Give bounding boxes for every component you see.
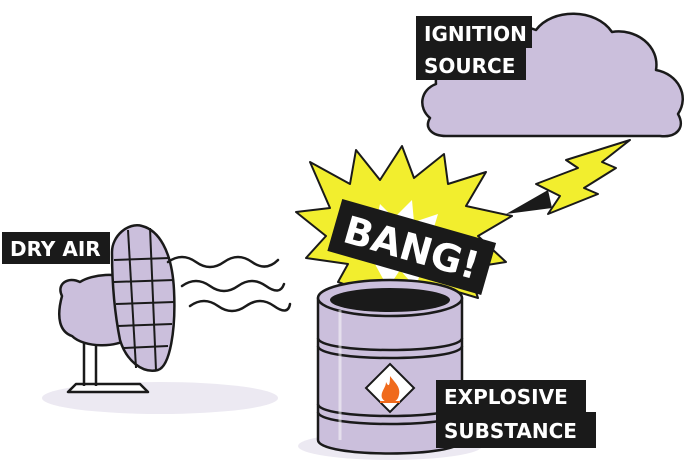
ignition-source-label: IGNITION SOURCE	[416, 16, 532, 80]
explosive-substance-label: EXPLOSIVE SUBSTANCE	[436, 380, 596, 448]
dry-air-label: DRY AIR	[2, 232, 110, 264]
explosive-label-line1: EXPLOSIVE	[444, 385, 568, 409]
ignition-label-line2: SOURCE	[424, 54, 515, 78]
explosive-label-line2: SUBSTANCE	[444, 419, 577, 443]
flammable-hazard-icon	[364, 362, 416, 414]
fan-icon	[42, 224, 278, 414]
ignition-label-line1: IGNITION	[424, 22, 527, 46]
air-wave-icon	[166, 255, 292, 313]
dry-air-text: DRY AIR	[10, 237, 101, 261]
lightning-bolt-icon	[506, 139, 631, 215]
